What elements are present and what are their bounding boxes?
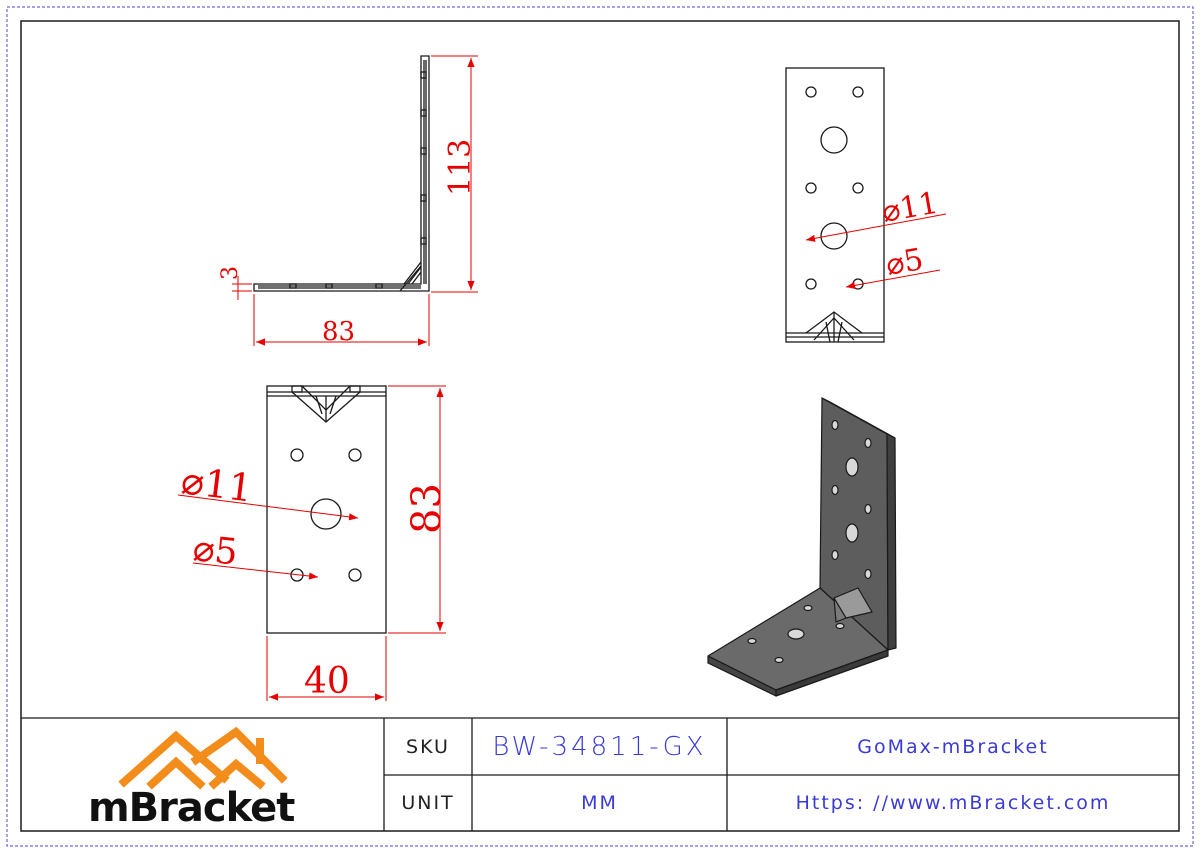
isometric-view	[707, 397, 897, 697]
logo-text: mBracket	[88, 785, 295, 831]
roof-logo-icon	[118, 726, 288, 790]
unit-value: MM	[581, 792, 618, 814]
website-link[interactable]: Https: //www.mBracket.com	[795, 792, 1111, 814]
front-height-dim: 83	[404, 483, 450, 534]
front-view	[266, 385, 387, 634]
mbracket-logo: mBracket	[88, 726, 296, 831]
front-view-dimensions	[177, 385, 446, 701]
top-view-dimensions	[805, 213, 947, 289]
side-thickness-dim: 3	[218, 266, 243, 280]
title-block-grid	[21, 717, 1179, 831]
company-name: GoMax-mBracket	[857, 735, 1049, 758]
sku-label: SKU	[406, 735, 450, 758]
front-hole-large-dim: ⌀11	[179, 458, 255, 510]
side-view-dimensions	[232, 55, 478, 346]
side-view	[253, 55, 430, 292]
inner-frame	[20, 20, 1180, 832]
side-width-dim: 83	[322, 317, 355, 347]
unit-label: UNIT	[401, 792, 455, 814]
outer-border	[6, 6, 1194, 847]
front-width-dim: 40	[304, 661, 350, 702]
top-hole-small-dim: ⌀5	[883, 242, 926, 283]
top-view	[785, 67, 885, 343]
side-height-dim: 113	[443, 139, 478, 196]
front-hole-small-dim: ⌀5	[191, 528, 240, 573]
top-hole-large-dim: ⌀11	[879, 186, 940, 230]
sku-value: BW-34811-GX	[492, 731, 707, 762]
